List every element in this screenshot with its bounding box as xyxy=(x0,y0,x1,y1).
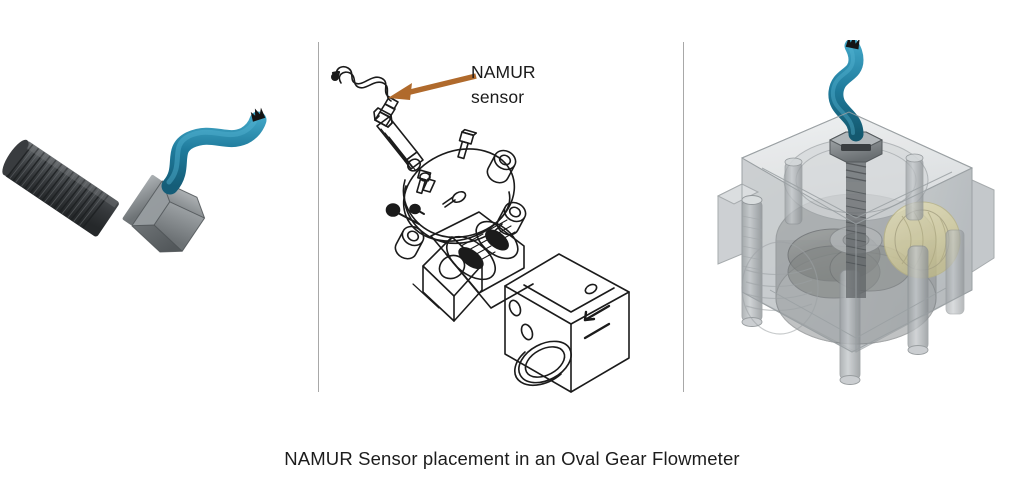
callout-line-1: NAMUR xyxy=(471,62,536,82)
panel-exploded-line-drawing xyxy=(319,40,683,395)
threaded-shaft-group xyxy=(2,139,119,237)
panel-divider-left xyxy=(318,42,319,392)
inlet-boss xyxy=(412,236,483,322)
hex-nut-group xyxy=(122,175,206,253)
namur-sensor-callout-label: NAMUR sensor xyxy=(471,60,591,110)
port-opening xyxy=(514,340,572,387)
panel-divider-right xyxy=(683,42,684,392)
cable-group xyxy=(161,111,267,195)
cover-plate xyxy=(385,148,527,260)
figure-caption: NAMUR Sensor placement in an Oval Gear F… xyxy=(284,448,740,469)
namur-sensor-outline xyxy=(331,65,424,172)
namur-sensor-callout-arrow xyxy=(388,73,477,100)
flow-direction-arrow xyxy=(583,304,611,340)
panel-namur-sensor-render xyxy=(0,40,318,395)
callout-line-2: sensor xyxy=(471,87,525,107)
flowmeter-body xyxy=(504,253,630,393)
cable-tip-leads xyxy=(250,107,266,122)
namur-sensor-installed xyxy=(828,40,884,298)
housing-edges xyxy=(741,111,973,353)
panel-transparent-assembly-render xyxy=(684,40,1024,395)
